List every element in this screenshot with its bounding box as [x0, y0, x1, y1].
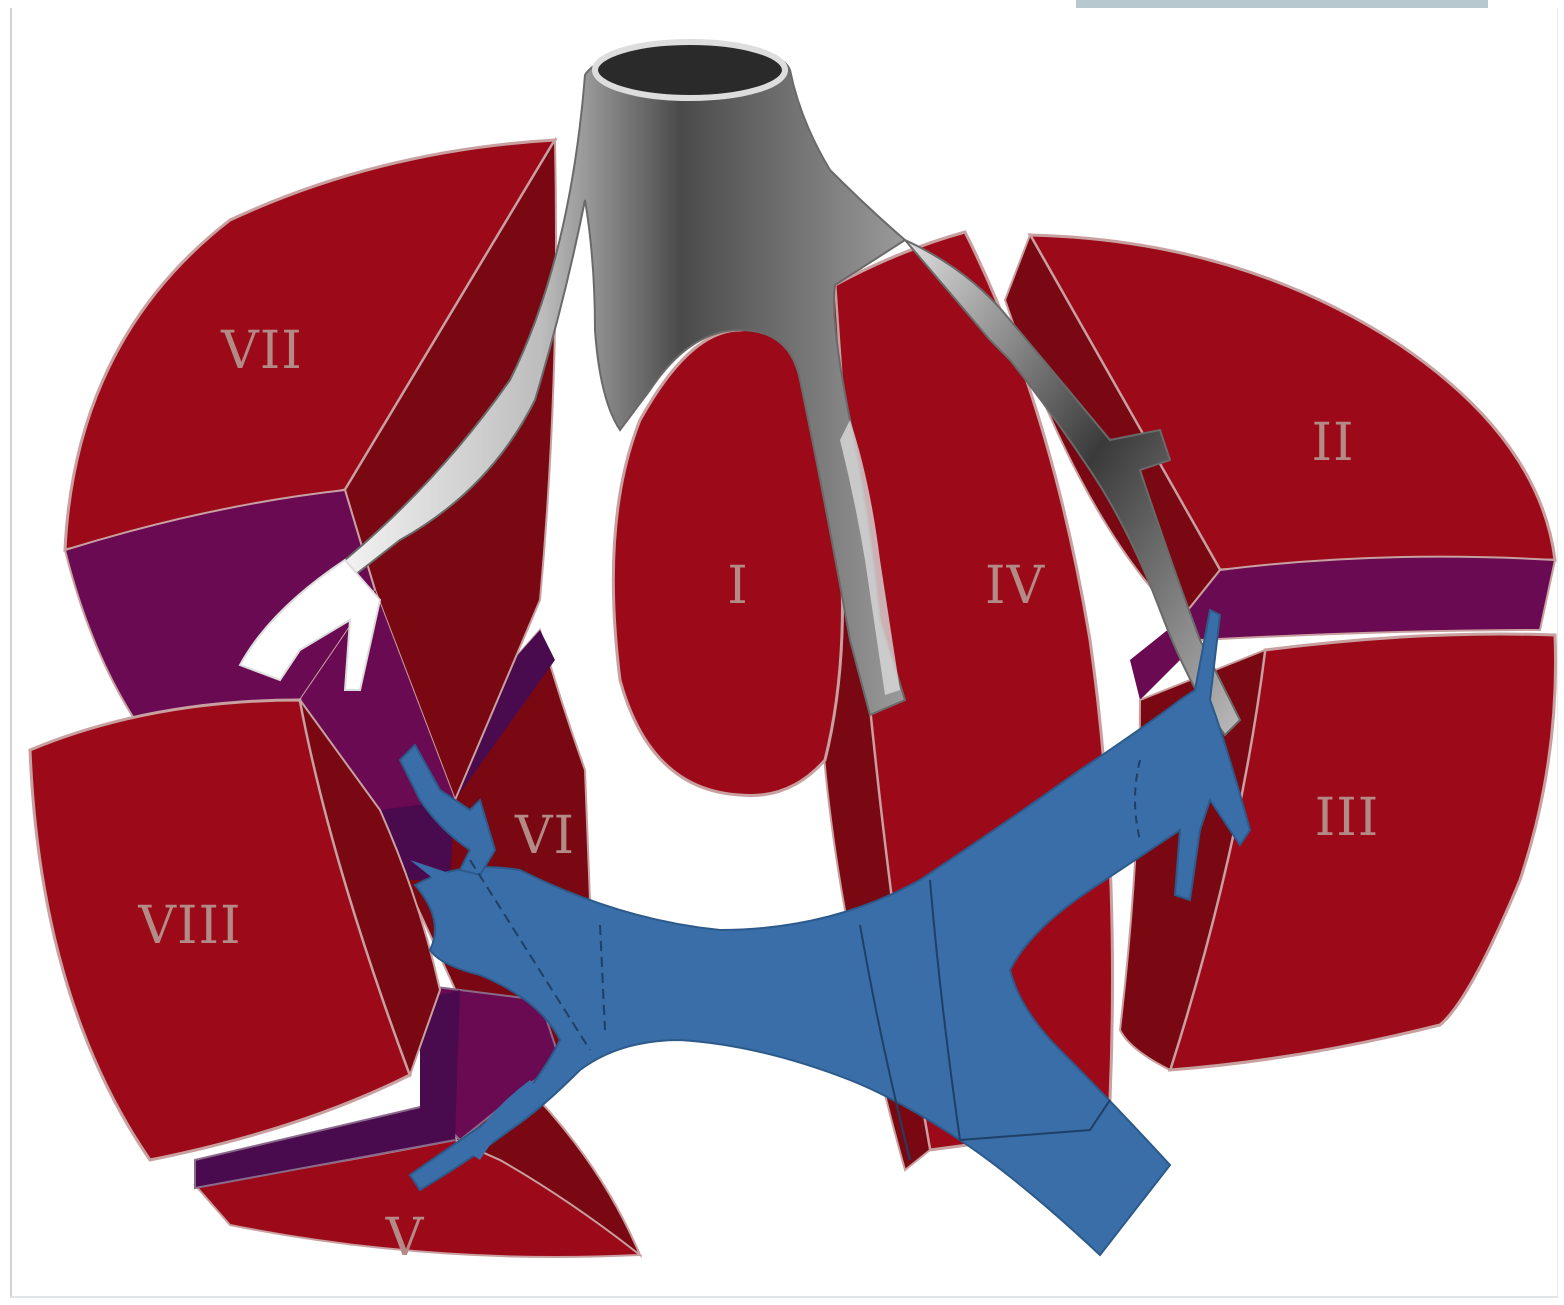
segment-label-viii: VIII [137, 896, 241, 956]
segment-label-iv: IV [985, 556, 1046, 616]
segment-label-ii: II [1311, 413, 1354, 473]
segment-label-v: V [385, 1208, 425, 1268]
segment-label-vii: VII [220, 321, 303, 381]
segment-label-i: I [727, 556, 749, 616]
segment-label-vi: VI [514, 806, 575, 866]
segment-label-iii: III [1315, 788, 1380, 848]
